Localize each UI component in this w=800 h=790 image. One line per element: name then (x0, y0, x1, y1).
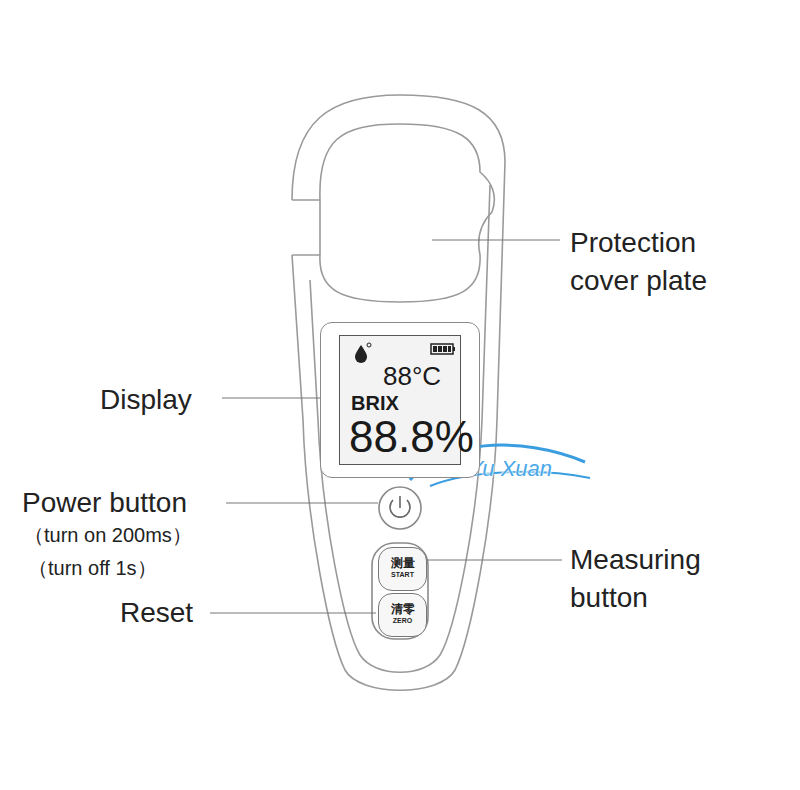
display-panel: 88°C BRIX88.8% (320, 322, 480, 478)
button-label: 清零 (379, 602, 426, 616)
leader-lines (210, 240, 562, 613)
brix-unit: BRIX (351, 393, 399, 413)
button-sublabel: START (379, 570, 426, 579)
push-button: 测量START (378, 547, 427, 591)
button-label: 测量 (379, 556, 426, 570)
part-label: Protection cover plate (570, 224, 750, 300)
temperature-reading: 88°C (383, 363, 441, 389)
part-label: Power button (22, 484, 187, 522)
note-label: （turn off 1s） (28, 555, 157, 581)
part-label: Measuring button (570, 541, 750, 617)
part-label: Reset (120, 594, 193, 632)
push-button: 清零ZERO (378, 593, 427, 637)
note-label: （turn on 200ms） (24, 522, 192, 548)
part-label: Display (100, 381, 192, 419)
housing-outline (292, 95, 505, 690)
button-sublabel: ZERO (379, 616, 426, 625)
brix-reading: 88.8% (349, 415, 474, 459)
